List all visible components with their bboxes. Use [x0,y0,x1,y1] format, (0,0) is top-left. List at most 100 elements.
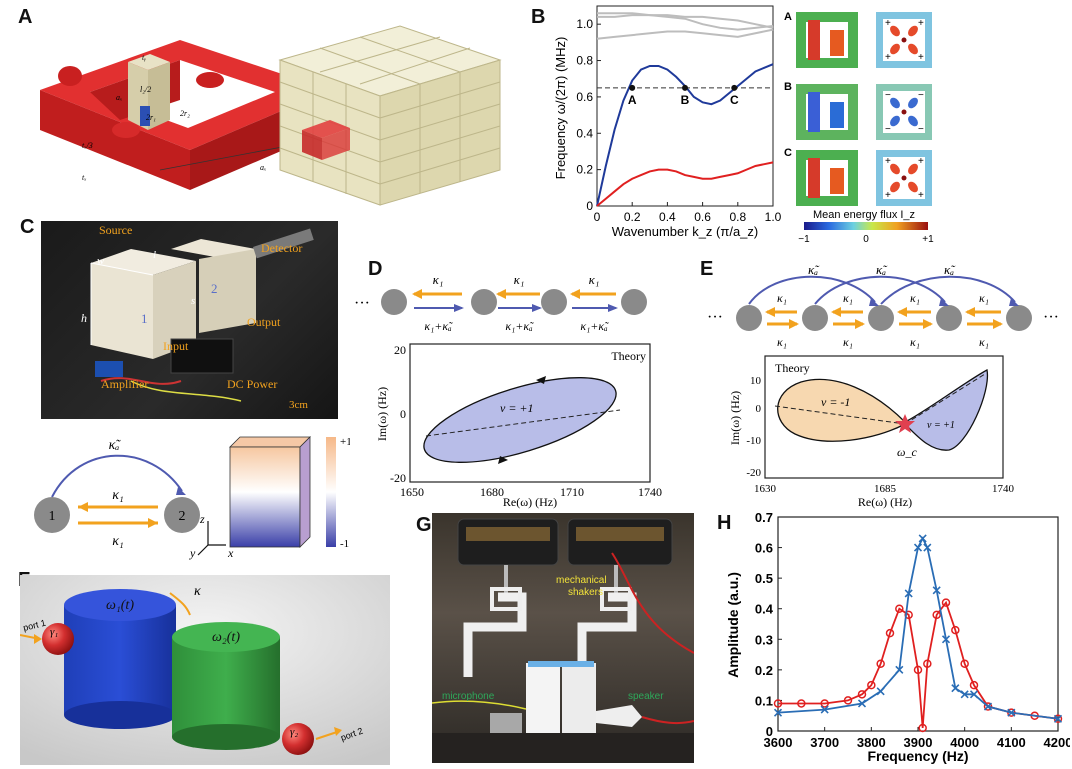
panel-c-photo-svg [90,228,314,402]
sign: − [885,124,891,135]
c-axis-y: y [189,546,196,560]
panel-c-photo: Source Detector w l s h 1 2 Output Input… [41,221,338,419]
sign: − [918,124,924,135]
e-ytick-m20: -20 [746,467,761,479]
h-marker-x-1 [820,705,829,714]
panel-e: ··· ··· κ̃ₐ κ̃ₐ κ̃ₐ κ₁ κ₁ κ₁ κ₁ κ₁ κ₁ κ₁… [707,262,1059,509]
e-xlabel: Re(ω) (Hz) [858,495,912,509]
panel-label-b: B [531,6,546,28]
e-k1-t4: κ₁ [979,291,989,305]
sign: + [918,156,924,167]
h-series [773,534,1063,733]
b-ytick-3: 0.6 [576,90,593,104]
b-ytick-2: 0.4 [576,126,593,140]
sign: + [918,190,924,201]
block-2-front [199,249,256,333]
d-arrows [412,289,618,312]
d-ylabel: Im(ω) (Hz) [375,387,389,441]
h-marker-x-8 [923,543,932,552]
h-marker-o-15 [951,625,960,635]
c-node-2 [164,497,200,533]
g-shakers-line1: mechanical [556,575,607,586]
e-loop-left [777,378,906,442]
f-cyl2-bottom [172,724,280,750]
b-point-A [629,84,636,91]
d-ytick-0: 0 [400,407,406,421]
panel-label-e: E [700,258,714,280]
e-nu-neg: ν = -1 [821,395,850,409]
d-ksum-1: κ₁+κ̃ₐ [424,319,453,333]
b-xtick-2: 0.4 [659,210,676,224]
mode-row-b: B − − − − [784,81,932,140]
sign: + [885,18,891,29]
b-ytick-5: 1.0 [576,17,593,31]
b-xtick-5: 1.0 [765,210,782,224]
f-cyl1-body [64,605,176,715]
b-point-label-B: B [681,93,690,107]
f-cyl2-top [172,622,280,652]
h-marker-x-7 [918,534,927,543]
h-marker-o-10 [913,665,923,675]
h-ylabel: Amplitude (a.u.) [725,572,741,678]
h-marker-x-0 [773,708,783,717]
h-marker-x-10 [941,635,951,644]
block-1-top [91,249,196,275]
c-output: Output [247,315,281,329]
sign: + [918,18,924,29]
h-marker-o-6 [876,659,885,668]
sign: − [885,90,891,101]
d-ellipsis: ··· [354,295,370,312]
h-marker-o-8 [895,604,904,613]
label-ty: tᵧ [142,53,146,62]
h-marker-x-9 [932,586,941,595]
c-cb-top: +1 [340,436,350,448]
h-marker-x-14 [983,702,993,711]
pillar-top [128,54,170,70]
c-input: Input [163,339,189,353]
e-xtick-1630: 1630 [754,483,777,495]
h-marker-x-3 [876,687,885,696]
d-ksum-3: κ₁+κ̃ₐ [580,319,609,333]
h-xtick-2: 3800 [857,735,886,750]
b-point-C [731,84,738,91]
h-marker-o-11 [918,723,927,733]
h-series-line-1 [777,536,1059,720]
e-omega-c-star [895,414,915,433]
h-ytick-2: 0.2 [755,663,773,678]
h-marker-x-13 [969,690,979,699]
plot-frame [596,5,774,207]
sign: + [885,156,891,167]
label-r1: 2r₁ [146,113,156,122]
c-block-1: 1 [141,311,148,326]
h-xtick-4: 4000 [950,735,979,750]
h-marker-o-4 [857,690,867,699]
b-point-label-A: A [628,93,637,107]
c-kappa-a: κ̃ₐ [109,438,122,453]
tube-back [58,66,82,86]
c-kappa1-bottom: κ₁ [112,534,124,549]
colorbar [804,222,928,230]
colorbar-title: Mean energy flux I_z [813,209,915,221]
h-xtick-1: 3700 [810,735,839,750]
h-marker-o-3 [843,696,853,705]
e-ellipsis-right: ··· [1043,309,1059,326]
b-ytick-0: 0 [586,199,593,213]
d-xtick-1710: 1710 [560,485,584,499]
h-ytick-5: 0.5 [755,571,773,586]
e-ellipsis-left: ··· [707,309,723,326]
h-ytick-0: 0 [766,724,773,739]
panel-label-g: G [416,514,432,536]
d-dashed [425,409,621,437]
e-omega-c: ω_c [897,445,917,459]
h-series-line-0 [778,600,1059,729]
h-y-ticks: 00.10.20.30.40.50.60.7 [755,510,782,739]
c-node-1 [34,497,70,533]
b-xtick-3: 0.6 [694,210,711,224]
panel-a-figure: tᵧ l₂/2 aₓ 2r₁ 2r₂ tₓ/3 tₓ aₓ [40,25,502,206]
d-ksum-2: κ₁+κ̃ₐ [505,319,534,333]
h-marker-x-5 [904,589,913,598]
c-kappa1-top: κ₁ [112,488,124,503]
panel-g-photo-svg [432,518,694,763]
